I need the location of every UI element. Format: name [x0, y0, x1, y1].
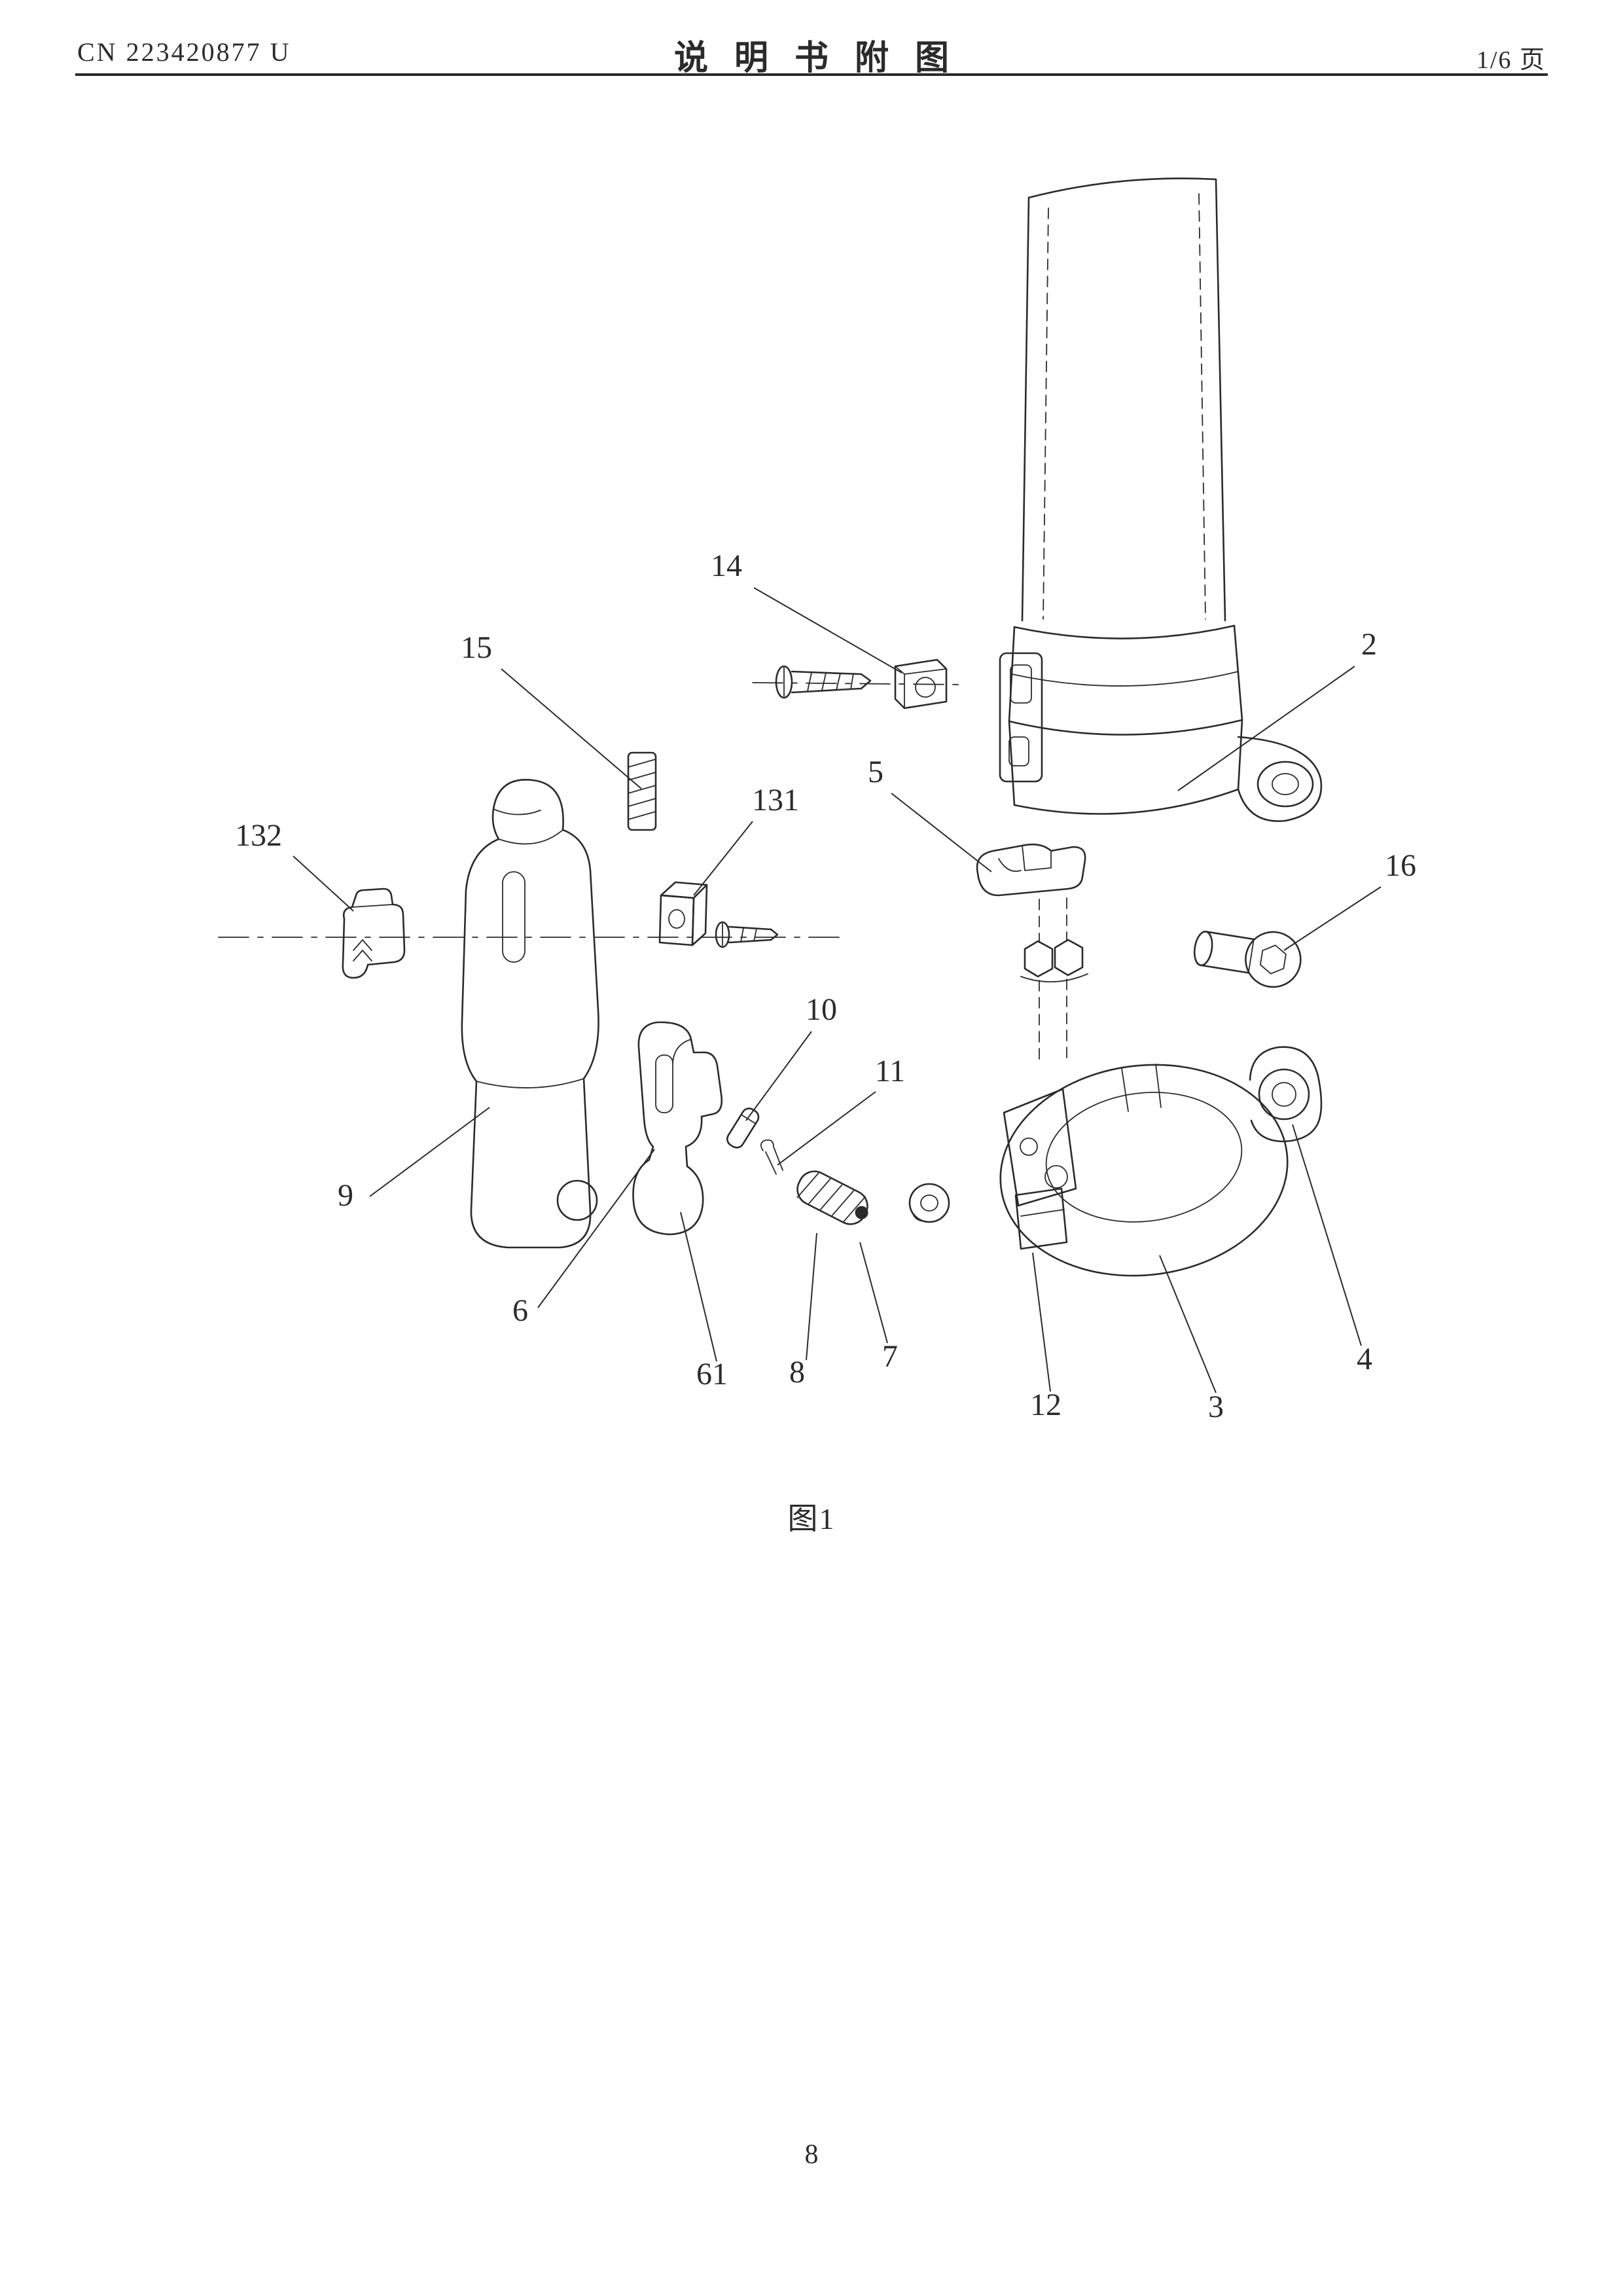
leader-line-9	[369, 1107, 490, 1197]
part-label-61: 61	[696, 1357, 728, 1391]
document-number: CN 223420877 U	[77, 37, 291, 67]
leader-line-131	[693, 821, 753, 896]
part-label-3: 3	[1208, 1390, 1224, 1424]
page-indicator: 1/6 页	[1476, 46, 1546, 74]
lever-9	[461, 779, 599, 1249]
document-title: 说明书附图	[673, 40, 976, 77]
part-label-9: 9	[338, 1178, 353, 1213]
part-label-14: 14	[711, 548, 742, 583]
cotter-pin-11	[760, 1139, 783, 1175]
header-rule	[75, 73, 1548, 76]
clip-5	[976, 843, 1086, 897]
spring-15	[627, 751, 657, 831]
leader-line-11	[777, 1091, 876, 1166]
bolt-under-clip	[1020, 897, 1088, 1062]
top-screw	[752, 665, 963, 699]
plunger-tip-7	[855, 1206, 868, 1219]
part-label-131: 131	[752, 783, 799, 817]
part-label-132: 132	[235, 818, 282, 853]
part-label-5: 5	[868, 755, 883, 789]
leader-line-2	[1177, 666, 1355, 791]
part-label-10: 10	[806, 992, 837, 1027]
pin-16	[1193, 931, 1302, 988]
part-label-7: 7	[882, 1339, 898, 1374]
leader-line-132	[293, 855, 354, 912]
leader-line-14	[753, 587, 902, 673]
spring-8	[796, 1170, 868, 1225]
leader-line-6	[537, 1149, 655, 1308]
fork-tube	[1021, 177, 1226, 622]
leader-line-16	[1283, 886, 1382, 951]
part-labels: 14 15 131 132 2 5 16 10 11 9 6 61 8 7 12 3 4	[235, 548, 1416, 1424]
block-131	[658, 881, 708, 946]
part-label-12: 12	[1030, 1388, 1061, 1422]
part-label-8: 8	[789, 1355, 805, 1390]
figure-caption: 图1	[787, 1502, 836, 1535]
leader-line-15	[501, 668, 642, 789]
part-label-16: 16	[1385, 848, 1416, 883]
washer	[908, 1183, 950, 1223]
part-label-6: 6	[512, 1293, 528, 1328]
leader-line-3	[1159, 1255, 1217, 1393]
leader-line-5	[891, 793, 992, 872]
bracket-132	[342, 888, 406, 979]
part-label-4: 4	[1357, 1342, 1372, 1376]
small-screw	[715, 921, 779, 948]
leader-line-10	[745, 1031, 812, 1121]
leader-line-8	[806, 1232, 817, 1361]
pin-10	[726, 1107, 760, 1149]
cage-nut-14	[894, 658, 948, 709]
leader-line-7	[859, 1242, 888, 1344]
hook-6	[632, 1021, 723, 1236]
part-label-15: 15	[461, 630, 492, 665]
page-number: 8	[804, 2140, 819, 2170]
part-label-2: 2	[1361, 627, 1377, 662]
upper-clamp	[999, 624, 1323, 822]
leader-line-61	[680, 1211, 717, 1362]
leader-line-12	[1032, 1252, 1051, 1392]
part-label-11: 11	[875, 1054, 905, 1088]
leader-line-4	[1292, 1124, 1362, 1346]
lower-clamp	[999, 1046, 1323, 1277]
